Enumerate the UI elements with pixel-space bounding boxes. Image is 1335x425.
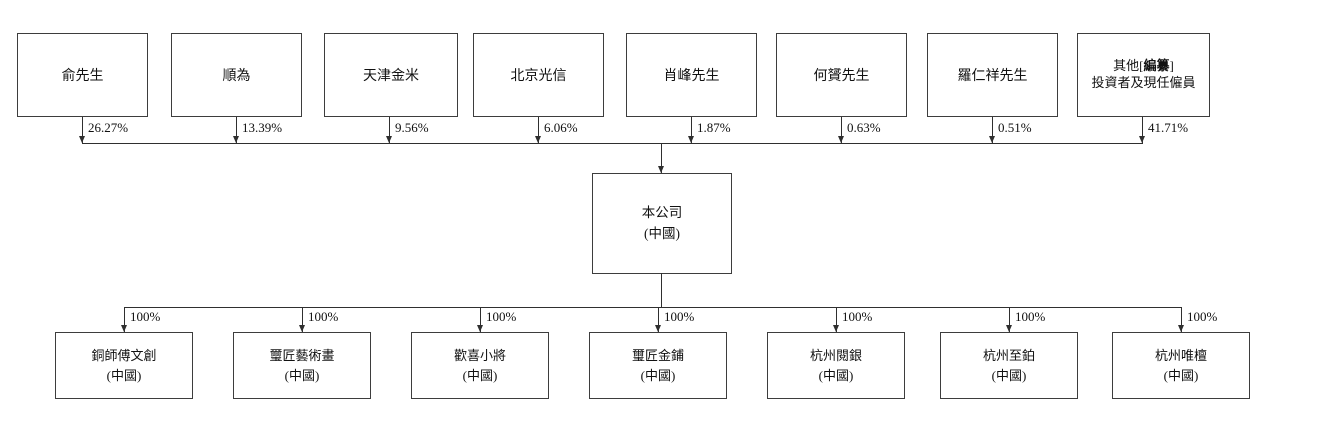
ownership-percent-label: 13.39% [242,120,283,135]
subsidiary-box: 杭州至鉑 (中國) [940,332,1078,399]
arrow-down-icon [121,325,127,332]
ownership-percent-label: 100% [1187,309,1218,324]
ownership-percent-label: 100% [842,309,873,324]
arrow-down-icon [688,136,694,143]
connector-line [661,143,663,173]
subsidiary-region: (中國) [106,367,142,383]
arrow-down-icon [1178,325,1184,332]
shareholder-box: 肖峰先生 [626,33,757,117]
connector-line [389,117,391,143]
arrow-down-icon [658,166,664,173]
connector-line [841,117,843,143]
shareholder-box-other: 其他[編纂] 投資者及現任僱員 [1077,33,1210,117]
ownership-percent-label: 41.71% [1148,120,1189,135]
subsidiary-region: (中國) [462,367,498,383]
shareholder-name: 天津金米 [363,69,419,84]
arrow-down-icon [386,136,392,143]
ownership-percent-label: 100% [664,309,695,324]
connector-line [480,307,482,332]
shareholder-name: 羅仁祥先生 [957,69,1028,84]
connector-line [992,117,994,143]
subsidiary-name: 歡喜小將 [453,348,506,363]
subsidiary-name: 杭州閱銀 [809,348,862,363]
arrow-down-icon [655,325,661,332]
connector-line [124,307,126,332]
subsidiary-name: 銅師傅文創 [91,348,157,363]
shareholder-box: 順為 [171,33,302,117]
bus-line-bottom [124,307,1182,309]
shareholder-box: 羅仁祥先生 [927,33,1058,117]
connector-line [538,117,540,143]
arrow-down-icon [477,325,483,332]
shareholder-name: 肖峰先生 [663,69,720,84]
shareholder-name: 北京光信 [510,69,567,84]
connector-line [236,117,238,143]
company-name: 本公司 [641,204,683,220]
arrow-down-icon [989,136,995,143]
bus-line-top [82,143,1143,145]
ownership-percent-label: 9.56% [395,120,429,135]
connector-line [1009,307,1011,332]
subsidiary-name: 杭州唯檀 [1154,348,1207,363]
ownership-percent-label: 100% [308,309,339,324]
subsidiary-box: 璽匠金鋪 (中國) [589,332,727,399]
connector-line [658,307,660,332]
subsidiary-region: (中國) [818,367,854,383]
subsidiary-region: (中國) [991,367,1027,383]
arrow-down-icon [535,136,541,143]
subsidiary-name: 璽匠金鋪 [631,348,684,363]
connector-line [82,117,84,143]
subsidiary-name: 杭州至鉑 [982,348,1035,363]
shareholder-name: 俞先生 [61,69,104,84]
subsidiary-box: 璽匠藝術畫 (中國) [233,332,371,399]
connector-line [302,307,304,332]
shareholder-box: 天津金米 [324,33,458,117]
connector-line [1142,117,1144,143]
subsidiary-region: (中國) [640,367,676,383]
arrow-down-icon [299,325,305,332]
connector-line [691,117,693,143]
shareholder-box: 俞先生 [17,33,148,117]
ownership-percent-label: 0.63% [847,120,881,135]
shareholder-box: 北京光信 [473,33,604,117]
arrow-down-icon [833,325,839,332]
company-region: (中國) [644,225,680,241]
subsidiary-box: 杭州閱銀 (中國) [767,332,905,399]
ownership-percent-label: 26.27% [88,120,129,135]
shareholder-name: 其他[編纂] [1113,58,1174,75]
subsidiary-box: 杭州唯檀 (中國) [1112,332,1250,399]
shareholder-name: 何贇先生 [813,69,870,84]
ownership-percent-label: 6.06% [544,120,578,135]
company-box: 本公司 (中國) [592,173,732,274]
subsidiary-box: 歡喜小將 (中國) [411,332,549,399]
ownership-percent-label: 1.87% [697,120,731,135]
ownership-percent-label: 100% [486,309,517,324]
redacted-label: 編纂 [1143,58,1170,74]
subsidiary-region: (中國) [284,367,320,383]
connector-line [836,307,838,332]
arrow-down-icon [1006,325,1012,332]
ownership-percent-label: 100% [1015,309,1046,324]
shareholder-box: 何贇先生 [776,33,907,117]
subsidiary-region: (中國) [1163,367,1199,383]
arrow-down-icon [838,136,844,143]
arrow-down-icon [233,136,239,143]
shareholder-name: 順為 [222,69,251,84]
connector-line [1181,307,1183,332]
subsidiary-box: 銅師傅文創 (中國) [55,332,193,399]
subsidiary-name: 璽匠藝術畫 [269,348,335,363]
connector-line [661,273,663,307]
arrow-down-icon [79,136,85,143]
other-label-prefix: 其他[ [1113,58,1144,74]
shareholder-name-line2: 投資者及現任僱員 [1091,75,1196,90]
other-label-suffix: ] [1169,58,1174,74]
arrow-down-icon [1139,136,1145,143]
ownership-percent-label: 100% [130,309,161,324]
ownership-percent-label: 0.51% [998,120,1032,135]
